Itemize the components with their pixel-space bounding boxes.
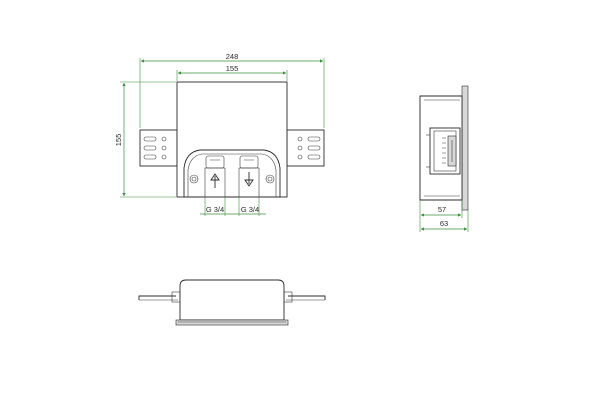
box-height-label: 155 bbox=[114, 134, 123, 147]
dimension-inner-depth: 57 bbox=[419, 200, 463, 232]
front-view: 248 155 155 G 3/4 G 3/4 bbox=[114, 52, 325, 216]
bottom-front-plate bbox=[175, 319, 289, 326]
dimension-box-width: 155 bbox=[176, 64, 288, 81]
dimension-overall-width: 248 bbox=[139, 52, 325, 128]
bottom-body-outline bbox=[179, 279, 285, 321]
up-arrow-icon bbox=[210, 173, 220, 188]
inner-depth-label: 57 bbox=[438, 205, 446, 214]
box-width-label: 155 bbox=[226, 64, 239, 73]
valve-housing bbox=[183, 149, 281, 198]
dimension-box-height: 155 bbox=[114, 81, 176, 198]
right-mounting-bracket bbox=[286, 129, 325, 167]
dimension-connections: G 3/4 G 3/4 bbox=[200, 197, 266, 216]
bottom-left-tab bbox=[138, 295, 176, 300]
overall-width-label: 248 bbox=[226, 52, 239, 61]
left-mounting-bracket bbox=[139, 129, 178, 167]
side-view: 57 63 bbox=[419, 85, 469, 232]
right-connection-label: G 3/4 bbox=[241, 205, 259, 214]
bottom-right-tab bbox=[288, 295, 326, 300]
left-connection-label: G 3/4 bbox=[206, 205, 224, 214]
dimension-overall-depth: 63 bbox=[420, 210, 469, 232]
overall-depth-label: 63 bbox=[440, 219, 448, 228]
down-arrow-icon bbox=[244, 172, 254, 187]
front-flange bbox=[461, 85, 469, 211]
side-valve-block bbox=[426, 127, 461, 175]
bottom-view bbox=[138, 279, 326, 326]
